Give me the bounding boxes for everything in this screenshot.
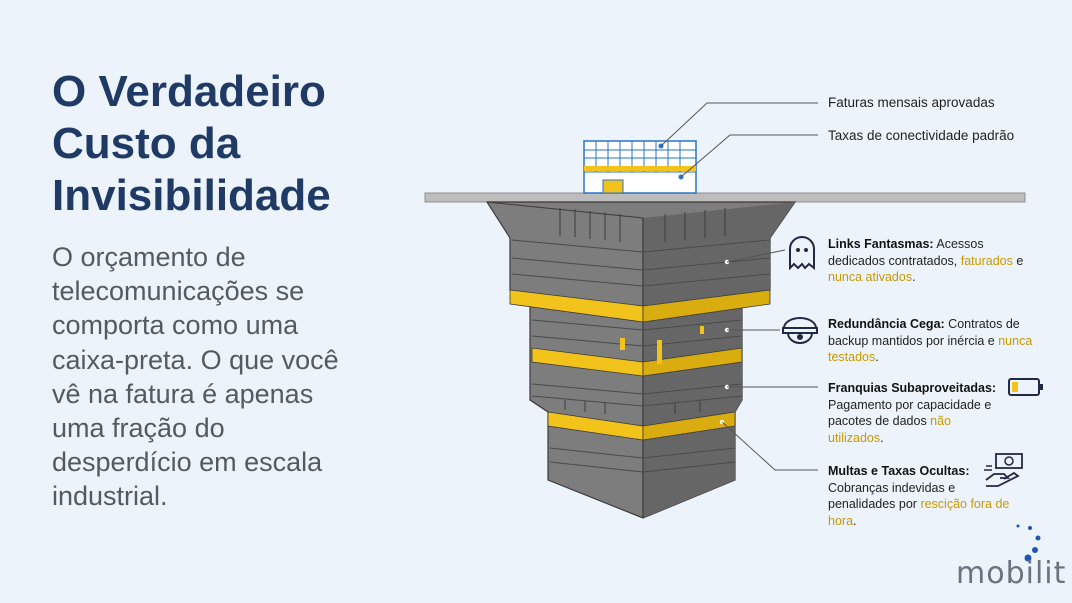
callout-text: . xyxy=(875,350,879,364)
body-line: caixa-preta. O que você xyxy=(52,344,339,375)
leader-lines xyxy=(660,102,818,471)
hidden-building xyxy=(485,201,797,519)
callout-title: Links Fantasmas: xyxy=(828,237,934,251)
callout-text: Cobranças indevidas e penalidades por xyxy=(828,480,956,512)
security-camera-icon xyxy=(782,317,818,344)
title-line-3: Invisibilidade xyxy=(52,171,331,220)
intro-paragraph: O orçamento de telecomunicações se compo… xyxy=(52,240,382,514)
callout-highlight: nunca testados xyxy=(828,333,1033,365)
callout-hidden-fees: Multas e Taxas Ocultas: Cobranças indevi… xyxy=(828,463,1018,529)
callout-blind-redundancy: Redundância Cega: Contratos de backup ma… xyxy=(828,316,1033,366)
label-monthly-invoices: Faturas mensais aprovadas xyxy=(828,95,995,110)
ground-surface xyxy=(424,192,1026,203)
visible-building xyxy=(583,140,697,194)
label-connectivity-fees: Taxas de conectividade padrão xyxy=(828,128,1015,143)
callout-highlight: nunca ativados xyxy=(828,270,913,284)
page-title: O Verdadeiro Custo da Invisibilidade xyxy=(52,66,412,222)
body-line: uma fração do xyxy=(52,413,225,444)
callout-text: Pagamento por capacidade e pacotes de da… xyxy=(828,397,992,429)
brand-logo: mobilit xyxy=(956,556,1067,591)
title-line-1: O Verdadeiro xyxy=(52,67,326,116)
logo-dots-icon xyxy=(1016,524,1041,562)
callout-highlight: não utilizados xyxy=(828,414,952,445)
callout-ghost-links: Links Fantasmas: Acessos dedicados contr… xyxy=(828,236,1028,286)
callout-underused-plans: Franquias Subaproveitadas: Pagamento por… xyxy=(828,380,1008,446)
callout-text: . xyxy=(912,270,916,284)
body-line: comporta como uma xyxy=(52,310,299,341)
callout-title: Multas e Taxas Ocultas: xyxy=(828,464,970,478)
callout-highlight: rescição fora de hora xyxy=(828,497,1010,528)
body-line: O orçamento de xyxy=(52,242,246,272)
money-hand-icon xyxy=(984,453,1023,487)
callout-text: Acessos dedicados contratados, xyxy=(828,237,984,268)
callout-highlight: faturados xyxy=(960,253,1013,268)
callout-title: Franquias Subaproveitadas: xyxy=(828,381,997,395)
callout-text: Contratos de backup mantidos por inércia… xyxy=(828,317,1020,348)
callout-title: Redundância Cega: xyxy=(828,317,945,331)
ghost-icon xyxy=(789,236,815,270)
callout-text: . xyxy=(880,430,884,445)
callout-text: e xyxy=(1012,253,1024,268)
body-line: vê na fatura é apenas xyxy=(52,378,314,409)
callout-text: . xyxy=(853,513,857,528)
low-battery-icon xyxy=(1008,378,1043,396)
body-line: industrial. xyxy=(52,481,168,512)
body-line: telecomunicações se xyxy=(52,276,305,307)
body-line: desperdício em escala xyxy=(52,447,323,478)
title-line-2: Custo da xyxy=(52,119,241,168)
